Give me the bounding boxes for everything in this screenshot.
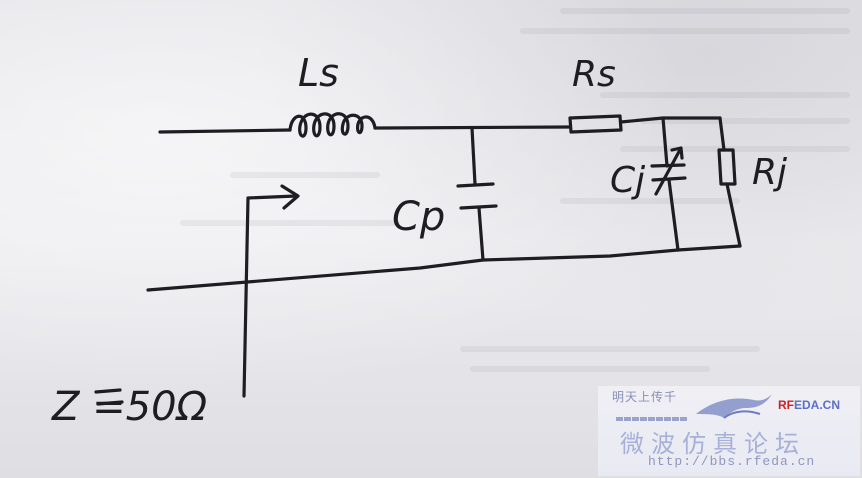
- watermark-brand-rest: EDA.CN: [794, 398, 841, 412]
- top-wire-right: [619, 116, 722, 124]
- resistor-rj: [717, 148, 737, 186]
- label-cj: Cj: [610, 160, 645, 201]
- watermark-title: 微波仿真论坛: [620, 430, 806, 458]
- bottom-wire: [146, 244, 742, 292]
- cp-lead-top: [470, 126, 477, 186]
- capacitor-cj-plate-top: [650, 163, 686, 168]
- resistor-rs: [568, 114, 623, 134]
- cp-lead-bottom: [477, 206, 485, 262]
- cj-lead-bottom: [667, 178, 680, 252]
- label-ls: Ls: [298, 51, 339, 95]
- label-rs: Rs: [572, 54, 616, 95]
- forum-watermark: 明天上传千 RFEDA.CN 微波仿真论坛 http://bbs.rfeda.c…: [598, 386, 860, 476]
- label-impedance: Z =50Ω: [51, 384, 208, 430]
- equals-sign: [94, 388, 124, 406]
- rj-lead-top: [718, 116, 726, 152]
- watermark-slogan: 明天上传千: [612, 390, 678, 404]
- inductor-ls: [288, 112, 377, 138]
- label-rj: Rj: [752, 152, 787, 193]
- reference-arrow: [242, 184, 300, 398]
- capacitor-cp-plate-top: [456, 182, 495, 188]
- watermark-url: http://bbs.rfeda.cn: [648, 454, 816, 469]
- rj-lead-bottom: [725, 182, 742, 248]
- watermark-bars: [616, 406, 688, 425]
- top-wire-input: [158, 128, 292, 134]
- eagle-logo-icon: [696, 394, 772, 419]
- label-cp: Cp: [392, 194, 445, 240]
- cj-lead-top: [661, 116, 669, 168]
- capacitor-cj-arrow: [654, 146, 684, 196]
- watermark-brand-rf: RF: [778, 398, 794, 412]
- watermark-brand: RFEDA.CN: [778, 398, 840, 412]
